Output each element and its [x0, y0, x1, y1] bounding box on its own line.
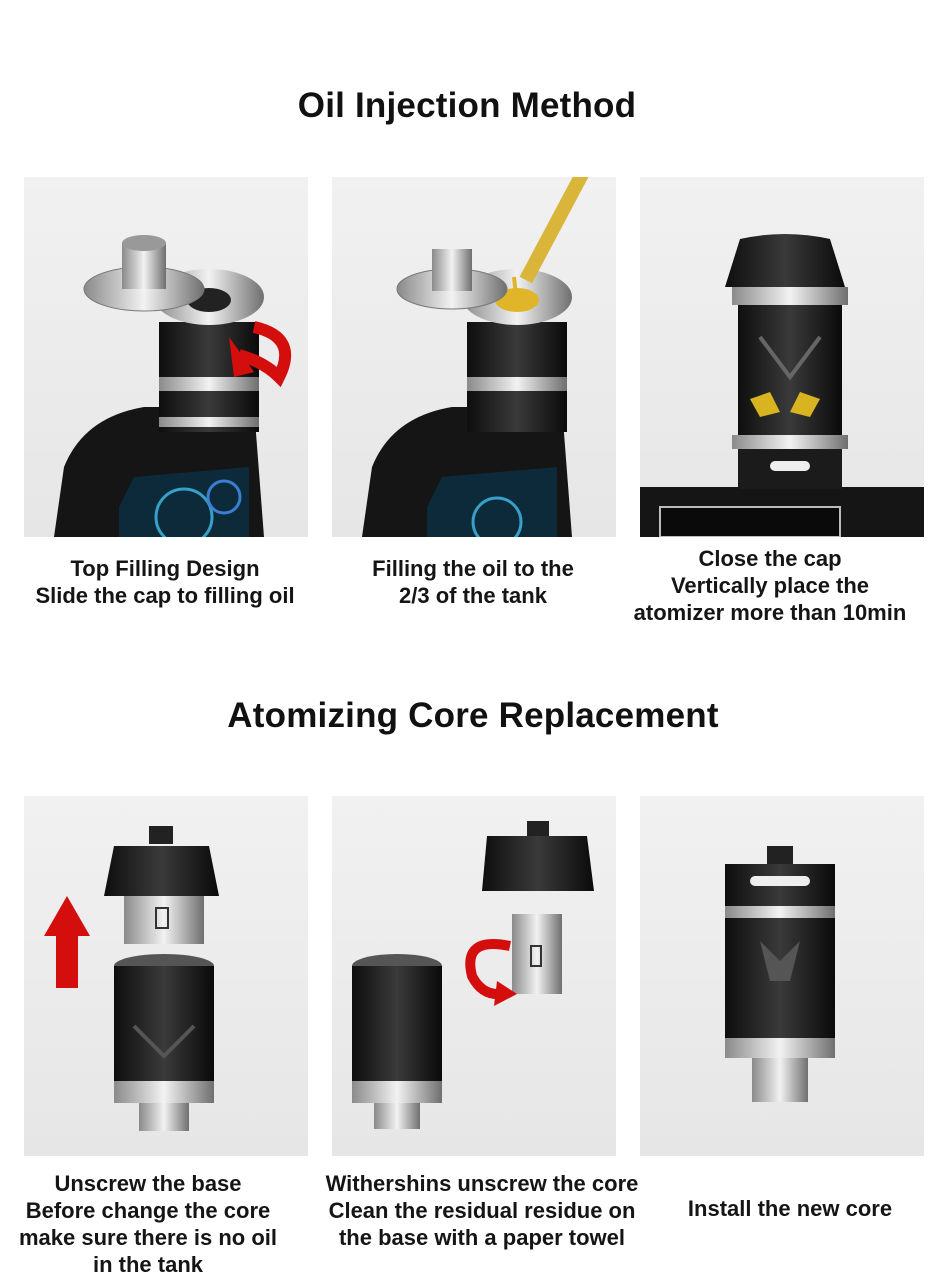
caption-line: Top Filling Design [70, 556, 260, 581]
section-title-oil-injection: Oil Injection Method [297, 86, 637, 125]
step-image-filling-oil [332, 177, 616, 537]
step-image-withershins-unscrew [332, 796, 616, 1156]
step-caption-filling-oil: Filling the oil to the 2/3 of the tank [314, 555, 632, 609]
caption-line: make sure there is no oil [19, 1225, 277, 1250]
caption-line: Withershins unscrew the core [325, 1171, 639, 1196]
step-caption-install-core: Install the new core [640, 1195, 940, 1222]
caption-line: Close the cap [698, 546, 842, 571]
section-title-core-replacement: Atomizing Core Replacement [227, 696, 719, 735]
caption-line: Before change the core [25, 1198, 271, 1223]
caption-line: Slide the cap to filling oil [35, 583, 295, 608]
caption-line: Install the new core [687, 1196, 893, 1221]
step-caption-close-cap: Close the cap Vertically place the atomi… [610, 545, 930, 626]
step-image-top-filling [24, 177, 308, 537]
caption-line: 2/3 of the tank [399, 583, 547, 608]
caption-line: Filling the oil to the [372, 556, 574, 581]
caption-line: Unscrew the base [54, 1171, 242, 1196]
caption-line: Vertically place the [670, 573, 870, 598]
step-caption-top-filling: Top Filling Design Slide the cap to fill… [6, 555, 324, 609]
caption-line: the base with a paper towel [338, 1225, 626, 1250]
step-image-install-core [640, 796, 924, 1156]
step-image-close-cap [640, 177, 924, 537]
caption-line: in the tank [92, 1252, 203, 1277]
step-caption-unscrew-base: Unscrew the base Before change the core … [0, 1170, 308, 1278]
step-image-unscrew-base [24, 796, 308, 1156]
step-caption-withershins-unscrew: Withershins unscrew the core Clean the r… [300, 1170, 664, 1251]
caption-line: Clean the residual residue on [328, 1198, 636, 1223]
caption-line: atomizer more than 10min [633, 600, 907, 625]
